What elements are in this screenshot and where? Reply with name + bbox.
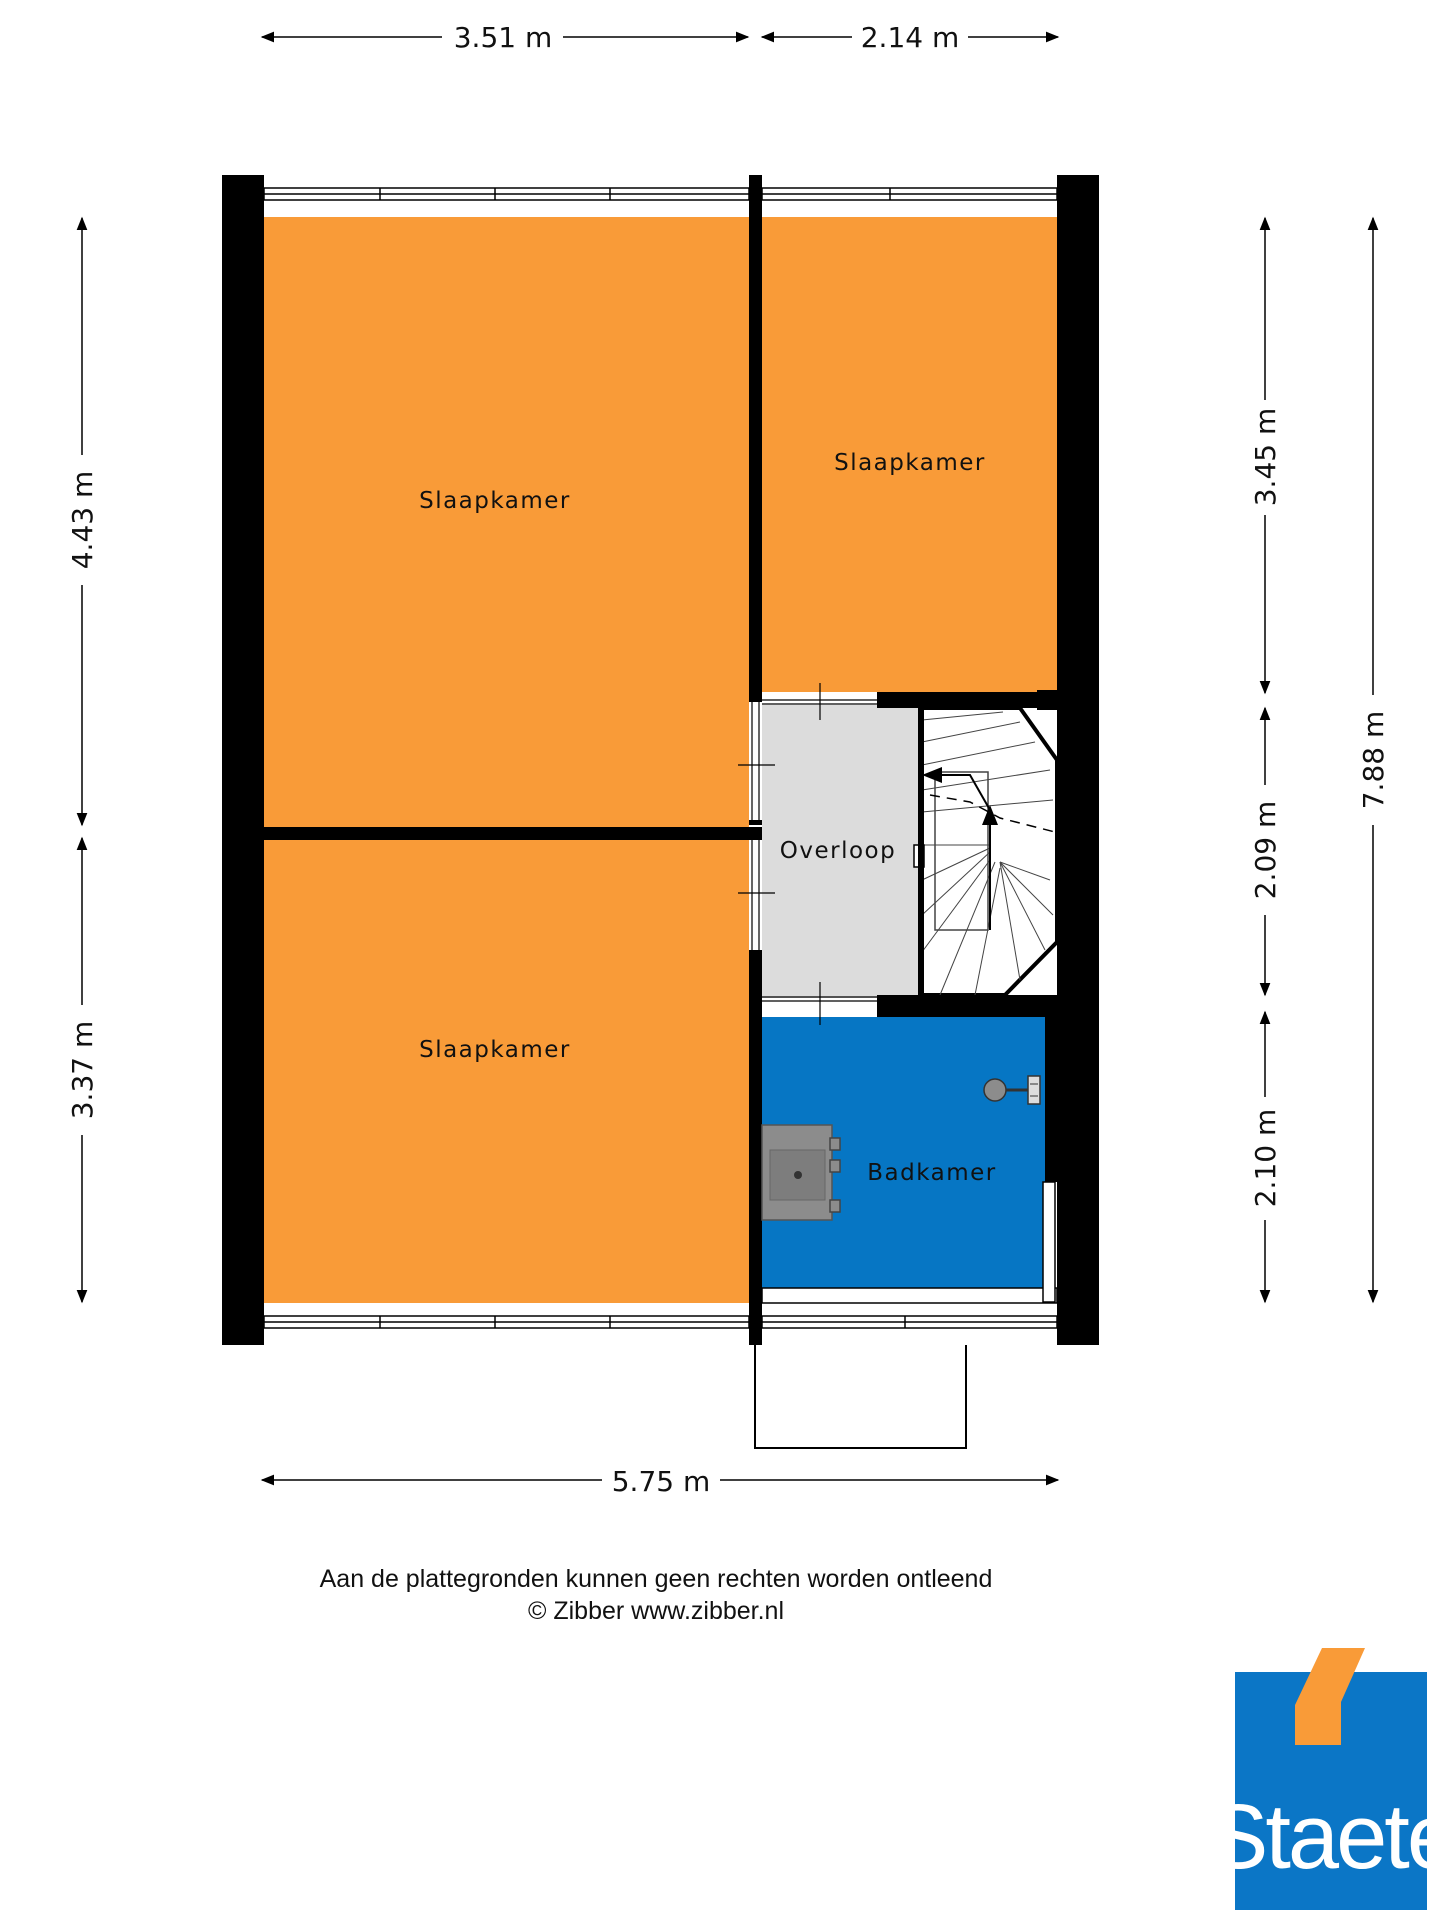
dimension-right-total: 7.88 m [1357,216,1390,1304]
room-label-bedroom-3: Slaapkamer [834,450,986,476]
balcony-outline [754,1345,967,1449]
dimension-bottom: 5.75 m [260,1465,1060,1498]
room-label-landing: Overloop [780,838,896,864]
room-bedroom-3 [762,217,1057,692]
logo-text: Staete [1207,1786,1440,1888]
dimension-label: 3.51 m [454,21,553,54]
room-bedroom-1 [264,217,749,827]
dimension-top-right: 2.14 m [760,21,1060,54]
dimension-left-lower: 3.37 m [66,836,99,1304]
dimension-left-upper: 4.43 m [66,216,99,827]
dimension-right-middle: 2.09 m [1249,706,1282,997]
windows-bottom [263,1181,1058,1329]
dimension-label: 4.43 m [66,471,99,570]
shower-icon [983,1075,1041,1105]
dimension-label: 5.75 m [612,1465,711,1498]
staircase [913,706,1059,997]
room-label-bedroom-2: Slaapkamer [419,1037,571,1063]
footer-disclaimer: Aan de plattegronden kunnen geen rechten… [320,1565,993,1593]
footer-copyright: © Zibber www.zibber.nl [528,1597,784,1625]
dimension-label: 2.10 m [1249,1109,1282,1208]
dimension-label: 2.14 m [861,21,960,54]
dimension-label: 3.37 m [66,1021,99,1120]
room-label-bedroom-1: Slaapkamer [419,488,571,514]
windows-top [263,187,1058,201]
sink-icon [761,1124,841,1221]
dimension-label: 7.88 m [1357,711,1390,810]
dimension-label: 2.09 m [1249,801,1282,900]
dimension-top-left: 3.51 m [260,21,750,54]
staete-logo: Staete [1207,1648,1440,1910]
walls [222,175,1099,1345]
dimension-label: 3.45 m [1249,408,1282,507]
room-landing [762,705,922,998]
room-bedroom-2 [264,840,749,1303]
room-label-bathroom: Badkamer [867,1160,997,1186]
stair-arrow-icon [922,767,998,930]
dimension-right-lower: 2.10 m [1249,1010,1282,1304]
door-marks [738,683,877,1025]
dimension-right-upper: 3.45 m [1249,216,1282,695]
